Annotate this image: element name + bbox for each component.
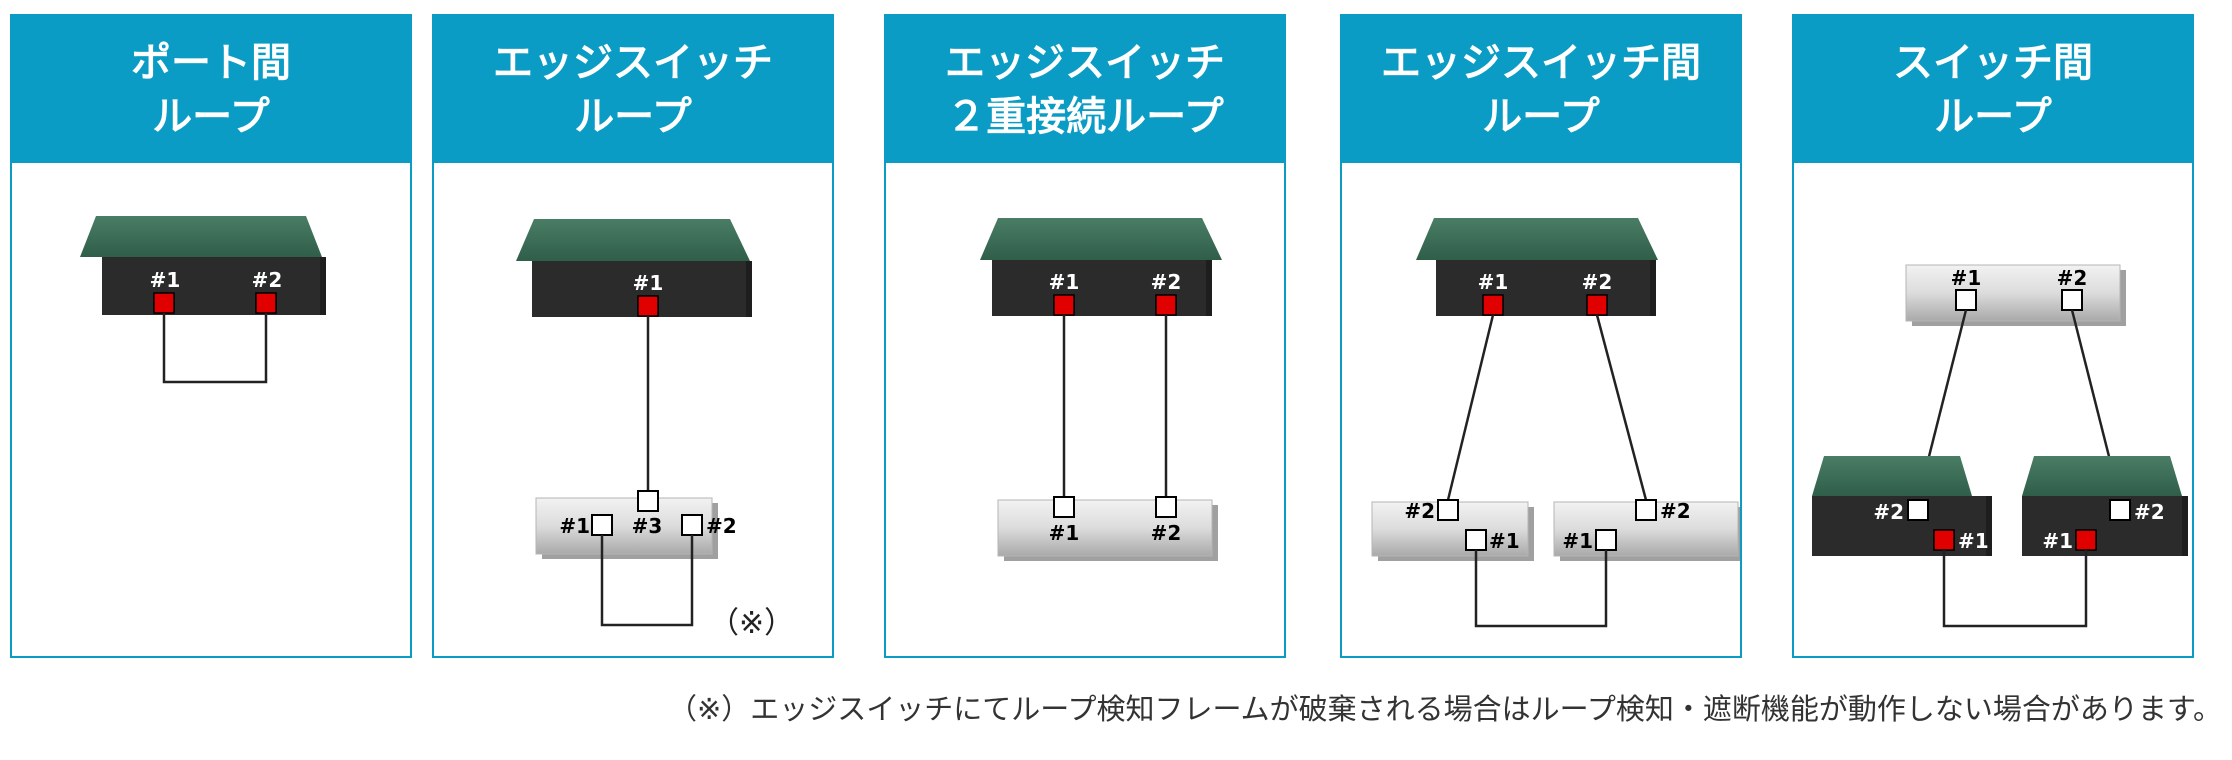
port-label: #1 <box>1049 270 1080 294</box>
port-white <box>1437 499 1459 521</box>
panel-inter-edge-switch-loop: エッジスイッチ間 ループ #1 #2 #2 #2 #1 #1 <box>1340 14 1742 658</box>
core-switch <box>980 218 1222 316</box>
panel-title-line2: ループ <box>574 93 692 140</box>
core-switch <box>1416 218 1658 316</box>
port-white <box>1595 529 1617 551</box>
port-white <box>1053 496 1075 518</box>
loop-cable <box>1942 550 2088 628</box>
inter-switch-loop-diagram: #1 #2 #2 #2 #1 #1 <box>1812 264 2188 628</box>
inter-edge-switch-loop-diagram: #1 #2 #2 #2 #1 #1 <box>1371 218 1740 628</box>
port-label: #2 <box>1151 521 1182 545</box>
port-red <box>255 292 277 314</box>
upper-gray-switch <box>1905 264 2126 326</box>
panel-header: エッジスイッチ ２重接続ループ <box>886 16 1284 163</box>
edge-switch-loop-diagram: #1 #1 #3 #2 （※） <box>516 219 794 641</box>
port-label: #3 <box>632 514 663 538</box>
port-white <box>591 514 613 536</box>
panel-title-line2: ループ <box>1482 93 1600 140</box>
panel-title-line1: エッジスイッチ <box>493 39 773 86</box>
port-red <box>153 292 175 314</box>
port-red <box>1053 294 1075 316</box>
port-white <box>1155 496 1177 518</box>
port-red <box>1586 294 1608 316</box>
port-red <box>2075 529 2097 551</box>
port-red <box>1155 294 1177 316</box>
port-label: #1 <box>1562 529 1593 553</box>
port-red <box>637 295 659 317</box>
port-white <box>637 490 659 512</box>
port-label: #2 <box>1660 499 1691 523</box>
port-white <box>2109 499 2131 521</box>
loop-cable <box>1474 550 1608 628</box>
port-white <box>1907 499 1929 521</box>
uplink-cable <box>1595 314 1648 501</box>
loop-cable <box>600 535 694 627</box>
port-label: #1 <box>1049 521 1080 545</box>
panel-title-line2: ２重接続ループ <box>946 93 1224 140</box>
port-white <box>1465 529 1487 551</box>
panel-header: ポート間 ループ <box>12 16 410 163</box>
panel-header: エッジスイッチ間 ループ <box>1342 16 1740 163</box>
footnote: （※）エッジスイッチにてループ検知フレームが破棄される場合はループ検知・遮断機能… <box>667 692 2222 726</box>
panel-edge-switch-double-loop: エッジスイッチ ２重接続ループ #1 #2 #1 #2 <box>884 14 1286 658</box>
lower-left-switch <box>1812 456 1992 556</box>
port-label: #2 <box>1873 500 1904 524</box>
port-label: #1 <box>1489 529 1520 553</box>
port-label: #2 <box>2057 266 2088 290</box>
panel-header: エッジスイッチ ループ <box>434 16 832 163</box>
panel-title-line2: ループ <box>152 93 270 140</box>
port-label: #2 <box>1582 270 1613 294</box>
port-label: #2 <box>252 268 283 292</box>
port-label: #2 <box>1151 270 1182 294</box>
port-white <box>1635 499 1657 521</box>
port-loop-diagram: #1 #2 <box>80 216 326 384</box>
port-white <box>681 514 703 536</box>
port-label: #1 <box>633 271 664 295</box>
lower-right-switch <box>2022 456 2188 556</box>
port-label: #2 <box>1404 499 1435 523</box>
edge-switch-double-loop-diagram: #1 #2 #1 #2 <box>980 218 1222 561</box>
port-red <box>1933 529 1955 551</box>
port-label: #1 <box>1478 270 1509 294</box>
port-label: #1 <box>2042 529 2073 553</box>
panel-edge-switch-loop: エッジスイッチ ループ #1 #1 #3 #2 （※） <box>432 14 834 658</box>
uplink-cable <box>1446 314 1495 501</box>
port-label: #1 <box>559 514 590 538</box>
panel-port-loop: ポート間 ループ #1 #2 <box>10 14 412 658</box>
note-marker: （※） <box>709 606 794 641</box>
core-switch <box>80 216 326 315</box>
port-red <box>1482 294 1504 316</box>
panel-title-line1: ポート間 <box>131 39 291 86</box>
port-label: #2 <box>706 514 737 538</box>
core-switch <box>516 219 752 317</box>
panel-inter-switch-loop: スイッチ間 ループ #1 #2 #2 #2 #1 #1 <box>1792 14 2194 658</box>
panel-header: スイッチ間 ループ <box>1794 16 2192 163</box>
port-white <box>2061 289 2083 311</box>
panel-title-line2: ループ <box>1934 93 2052 140</box>
loop-cable <box>162 313 268 384</box>
port-label: #1 <box>1951 266 1982 290</box>
port-label: #2 <box>2134 500 2165 524</box>
panel-title-line1: エッジスイッチ間 <box>1381 39 1701 86</box>
port-label: #1 <box>150 268 181 292</box>
port-white <box>1955 289 1977 311</box>
port-label: #1 <box>1958 529 1989 553</box>
panel-title-line1: スイッチ間 <box>1893 39 2093 86</box>
panel-title-line1: エッジスイッチ <box>945 39 1225 86</box>
edge-switch <box>997 499 1218 561</box>
